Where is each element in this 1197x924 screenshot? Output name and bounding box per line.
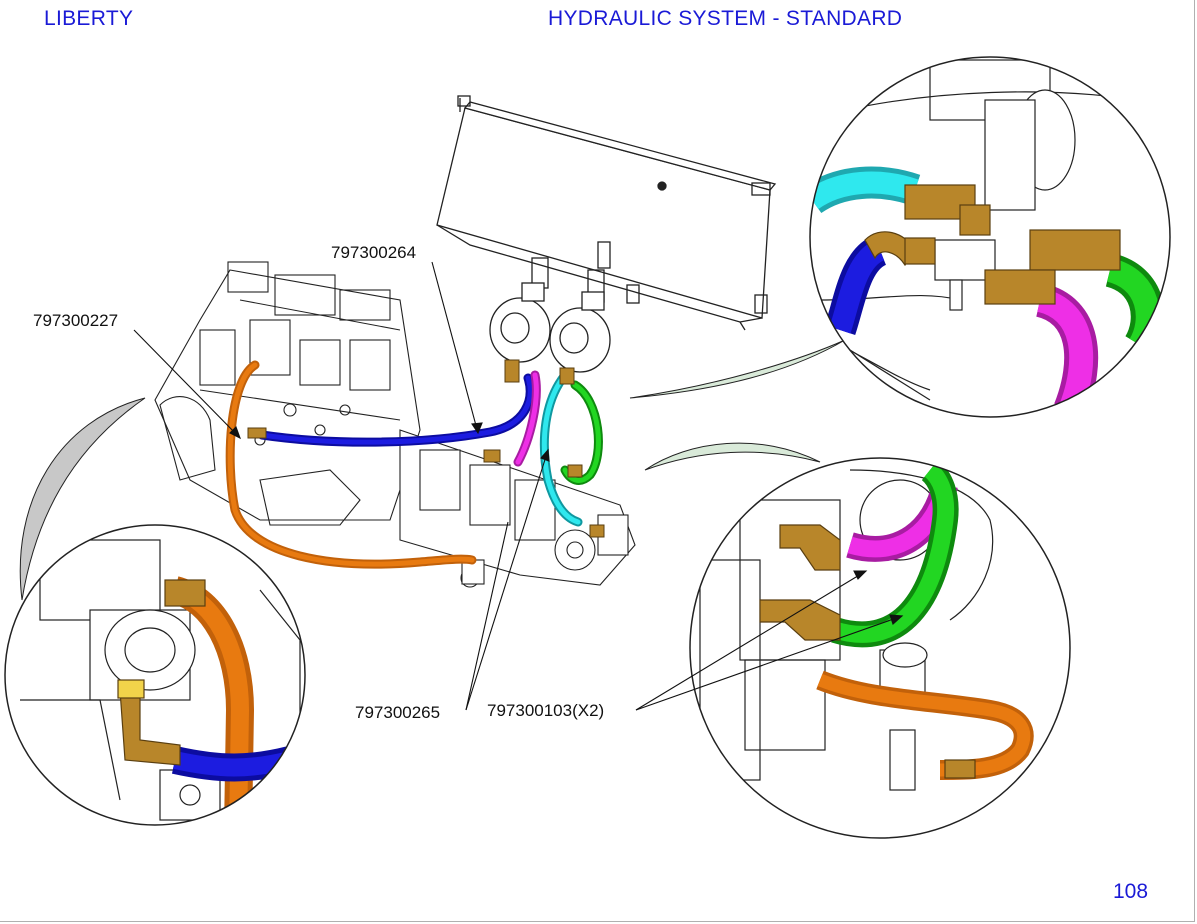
header-right-title: HYDRAULIC SYSTEM - STANDARD [548,7,903,30]
detail-top-right-magnifier [810,57,1170,417]
label-797300227: 797300227 [33,311,118,330]
detail-bottom-right-magnifier [690,458,1070,838]
leader-lines [133,261,904,711]
detail-bottom-left-magnifier [5,525,305,825]
hose-magenta-main-inner [515,372,539,465]
page-number: 108 [1113,880,1149,903]
brass-fittings [247,359,605,538]
engine-assembly-icon [154,261,421,526]
header-left-title: LIBERTY [44,7,134,30]
hydraulic-pump-icon [399,429,636,588]
hose-cyan-main-inner [541,372,581,525]
main-hoses [225,360,603,569]
filter-canisters [489,282,611,373]
callout-tail-bottom-left [19,397,146,601]
label-797300265: 797300265 [355,703,440,722]
callout-tail-bottom-right [644,442,821,471]
hose-orange-main-inner [227,362,475,567]
hydraulic-tank-icon [436,95,777,331]
label-797300264: 797300264 [331,243,416,262]
hose-blue-main-inner [259,375,533,445]
label-797300103: 797300103(X2) [487,701,604,720]
callout-tail-top-right [629,339,846,399]
hose-green-main-inner [562,382,601,483]
